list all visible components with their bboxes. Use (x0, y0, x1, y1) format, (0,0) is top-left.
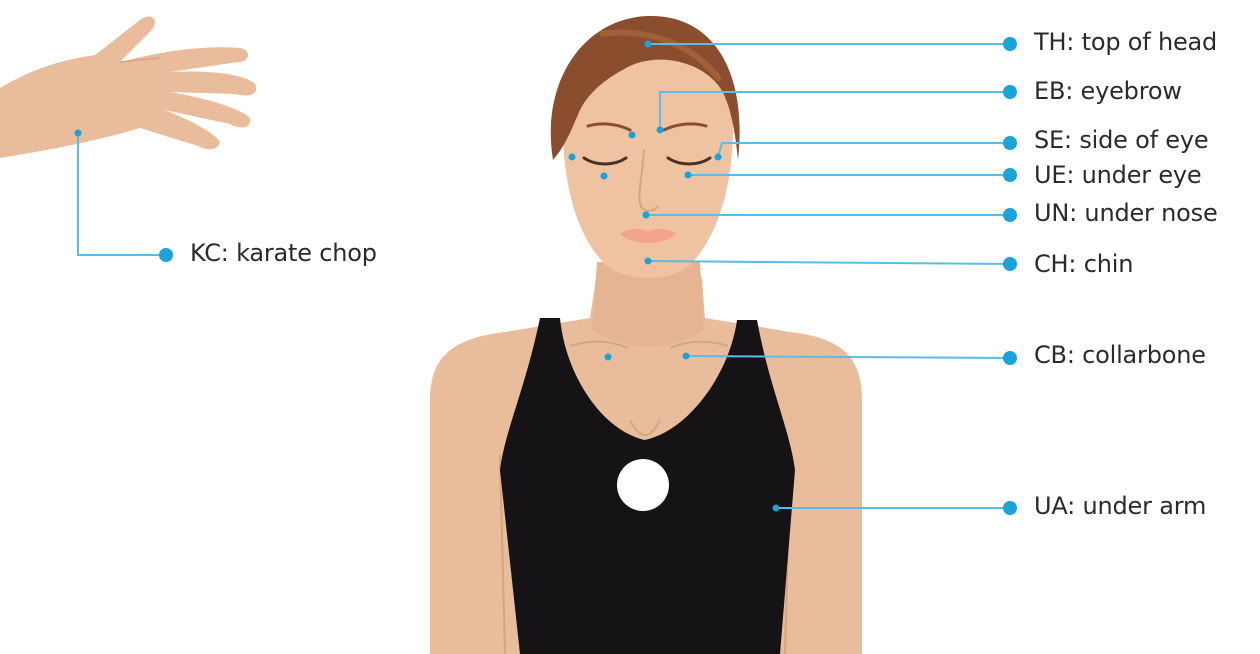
un-label-dot (1003, 208, 1017, 222)
cb-label: CB: collarbone (1034, 341, 1206, 369)
ch-connector-line (648, 261, 1010, 264)
un-label: UN: under nose (1034, 199, 1218, 227)
ch-label-dot (1003, 257, 1017, 271)
cb-body-point (683, 353, 690, 360)
mirror-body-point (605, 354, 612, 361)
kc-label-dot (159, 248, 173, 262)
ue-label: UE: under eye (1034, 161, 1202, 189)
ua-body-point (773, 505, 780, 512)
th-body-point (645, 41, 652, 48)
eb-label: EB: eyebrow (1034, 77, 1182, 105)
se-label-dot (1003, 136, 1017, 150)
chest-circle (617, 459, 669, 511)
mirror-body-point (569, 154, 576, 161)
ch-body-point (645, 258, 652, 265)
kc-connector-line (78, 133, 166, 255)
ue-label-dot (1003, 168, 1017, 182)
hand-illustration (0, 16, 256, 158)
mirror-body-point (629, 132, 636, 139)
ue-body-point (685, 172, 692, 179)
eb-body-point (657, 127, 664, 134)
cb-label-dot (1003, 351, 1017, 365)
person-illustration (430, 16, 862, 654)
ua-label-dot (1003, 501, 1017, 515)
kc-label: KC: karate chop (190, 239, 377, 267)
mirror-body-point (601, 173, 608, 180)
eb-label-dot (1003, 85, 1017, 99)
se-connector-line (718, 143, 1010, 157)
se-body-point (715, 154, 722, 161)
th-label: TH: top of head (1034, 28, 1217, 56)
ua-label: UA: under arm (1034, 492, 1206, 520)
un-body-point (643, 212, 650, 219)
se-label: SE: side of eye (1034, 126, 1208, 154)
ch-label: CH: chin (1034, 250, 1133, 278)
kc-body-point (75, 130, 82, 137)
th-label-dot (1003, 37, 1017, 51)
